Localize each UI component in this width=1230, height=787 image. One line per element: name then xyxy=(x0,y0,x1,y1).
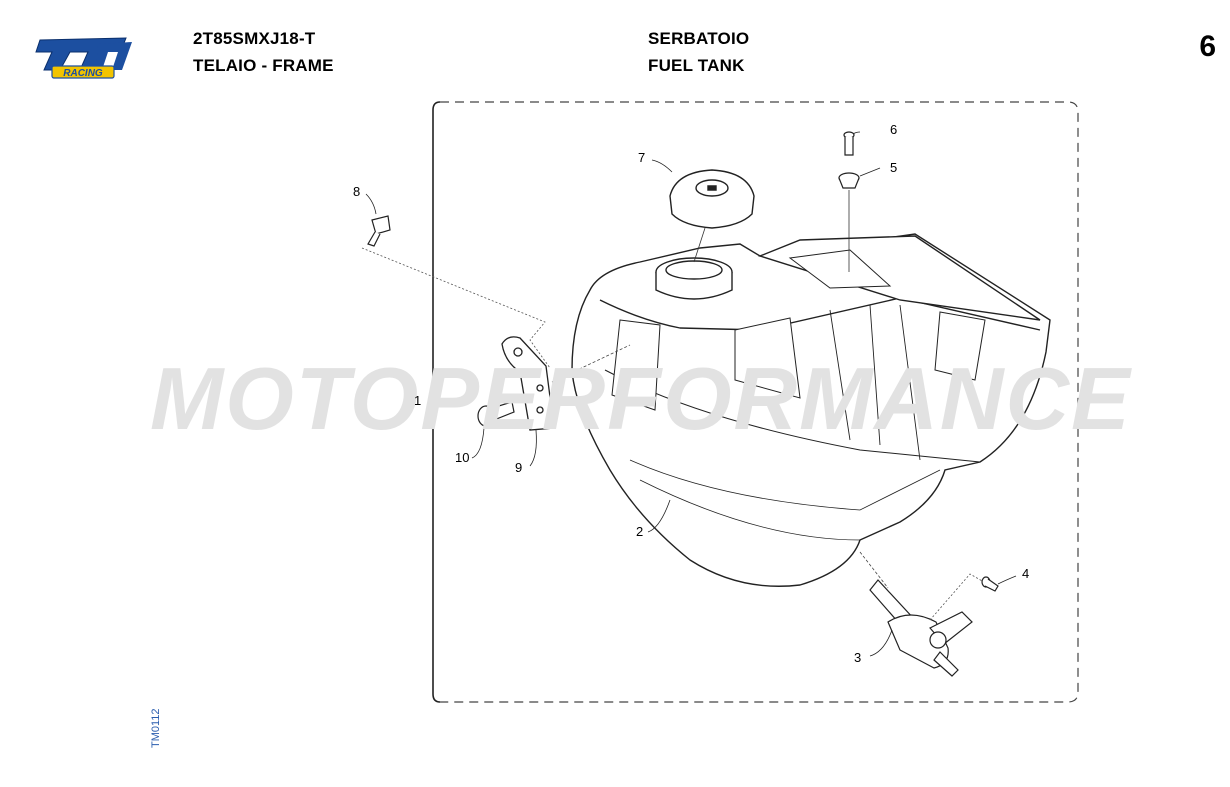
leader-line xyxy=(361,247,551,369)
section-title-english: FUEL TANK xyxy=(648,56,745,75)
callout-4: 4 xyxy=(1022,566,1030,581)
callout-8: 8 xyxy=(353,184,361,199)
callout-9: 9 xyxy=(515,460,523,475)
callout-6: 6 xyxy=(890,122,898,137)
group-bracket xyxy=(427,101,441,703)
bolt-10 xyxy=(477,401,515,427)
fuel-tank xyxy=(571,233,1051,587)
leader-line xyxy=(859,551,889,589)
leader-line xyxy=(551,344,631,383)
callout-3: 3 xyxy=(854,650,862,665)
leader-line xyxy=(693,227,706,263)
callout-leaders xyxy=(365,131,1017,657)
tank-screw xyxy=(838,131,860,189)
dashed-frame xyxy=(440,101,1079,703)
callout-2: 2 xyxy=(636,524,644,539)
page-number: 6 xyxy=(1199,30,1216,63)
section-title-italian: SERBATOIO xyxy=(648,29,750,48)
model-code: 2T85SMXJ18-T xyxy=(193,29,316,48)
callout-7: 7 xyxy=(638,150,646,165)
svg-text:RACING: RACING xyxy=(63,68,103,79)
mounting-bracket xyxy=(501,336,555,431)
callout-1: 1 xyxy=(414,393,422,408)
fuel-cap xyxy=(669,169,755,229)
bolt-8 xyxy=(367,215,391,247)
group-name: TELAIO - FRAME xyxy=(193,56,334,75)
leader-line xyxy=(929,573,985,621)
drawing-code: TM0112 xyxy=(150,708,162,748)
fuel-tap xyxy=(869,579,973,677)
callout-5: 5 xyxy=(890,160,898,175)
callout-10: 10 xyxy=(455,450,470,465)
watermark: MOTOPERFORMANCE xyxy=(150,349,1132,448)
tm-racing-logo: RACING xyxy=(35,37,132,79)
screw-4 xyxy=(981,576,999,592)
